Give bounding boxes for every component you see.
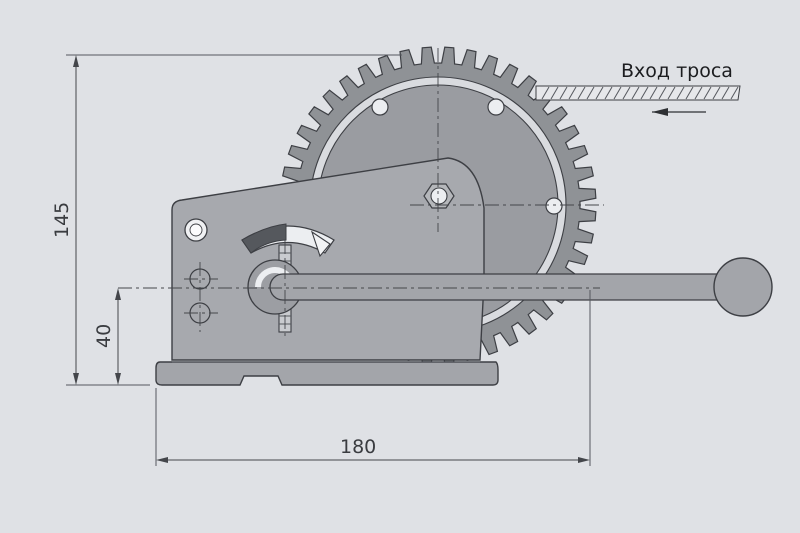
dimension-40: 40	[93, 288, 150, 386]
cable-strand	[586, 86, 595, 100]
cable-strand	[667, 86, 676, 100]
dimension-180: 180	[155, 290, 591, 466]
cable-strand	[676, 86, 685, 100]
ratchet-sector-dark	[241, 223, 287, 254]
nut-hole	[430, 187, 448, 205]
cable-strand	[721, 86, 730, 100]
gear-hole-2	[487, 98, 505, 116]
cable-strand	[640, 86, 649, 100]
cable-strand	[703, 86, 712, 100]
top-mount-hole-inner	[189, 223, 203, 237]
cable-strand	[631, 86, 640, 100]
handle-arm	[269, 273, 741, 301]
cable-strands	[541, 86, 739, 100]
cable-strand	[613, 86, 622, 100]
dimension-length-label: 180	[340, 436, 376, 458]
crank-handle	[269, 257, 773, 317]
cable-strand	[550, 86, 559, 100]
cable: Вход троса	[535, 60, 741, 116]
cable-strand	[595, 86, 604, 100]
housing	[155, 157, 499, 386]
cable-strand	[559, 86, 568, 100]
center-lines	[118, 48, 604, 338]
handle-knob	[713, 257, 773, 317]
cable-strand	[604, 86, 613, 100]
dimension-height-label: 145	[51, 202, 73, 238]
dimension-axis-label: 40	[93, 324, 115, 348]
cable-strand	[622, 86, 631, 100]
gear-hole-3	[545, 197, 563, 215]
cable-strand	[730, 86, 739, 100]
cable-inlet-label: Вход троса	[621, 60, 733, 82]
cable-strand	[685, 86, 694, 100]
cable-arrow-icon	[652, 108, 668, 116]
cable-strand	[649, 86, 658, 100]
dimension-145: 145	[51, 54, 402, 386]
gear-hole-1	[371, 98, 389, 116]
axle-nut	[423, 183, 455, 209]
cable-strand	[658, 86, 667, 100]
cable-rope	[535, 85, 741, 101]
cable-strand	[577, 86, 586, 100]
cable-strand	[568, 86, 577, 100]
cable-strand	[694, 86, 703, 100]
cable-strand	[541, 86, 550, 100]
cable-strand	[712, 86, 721, 100]
direction-arrow-icon	[310, 230, 331, 258]
housing-base	[155, 361, 499, 386]
